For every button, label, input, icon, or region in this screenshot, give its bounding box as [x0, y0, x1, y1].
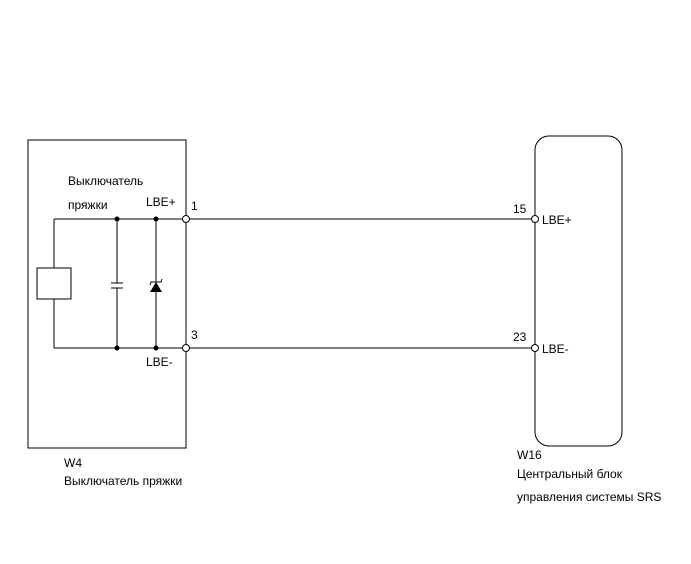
left-component-id: W4: [64, 456, 82, 470]
right-component-id: W16: [517, 448, 542, 462]
left-bottom-signal-label: LBE-: [146, 355, 173, 369]
buckle-switch-box: [27, 139, 187, 449]
capacitor-symbol: [111, 219, 123, 348]
left-component-name: Выключатель пряжки: [64, 474, 182, 488]
left-bottom-pin-number: 3: [191, 328, 198, 342]
diode-triangle: [150, 282, 162, 292]
srs-control-unit-component: LBE+ LBE-: [534, 135, 623, 447]
switch-symbol: [36, 219, 72, 348]
right-top-signal-label: LBE+: [542, 213, 572, 227]
junction-dot: [114, 345, 120, 351]
right-bottom-pin-number: 23: [513, 330, 527, 344]
junction-dot: [153, 345, 159, 351]
pin-terminal-right-top: [531, 215, 539, 223]
zener-diode-symbol: [149, 219, 163, 348]
junction-dot: [114, 216, 120, 222]
junction-dot: [153, 216, 159, 222]
right-bottom-signal-label: LBE-: [542, 342, 569, 356]
buckle-switch-component: Выключатель пряжки LBE+ LBE-: [27, 139, 187, 449]
right-component-name-line1: Центральный блок: [517, 467, 623, 481]
left-top-pin-number: 1: [191, 199, 198, 213]
srs-control-unit-box: [534, 135, 623, 447]
buckle-switch-inner-label-line2: пряжки: [68, 198, 108, 212]
buckle-switch-inner-label-line1: Выключатель: [68, 174, 143, 188]
pin-terminal-left-top: [182, 215, 190, 223]
right-component-name-line2: управления системы SRS: [517, 490, 661, 504]
pin-terminal-right-bottom: [531, 344, 539, 352]
right-top-pin-number: 15: [513, 202, 527, 216]
pin-terminal-left-bottom: [182, 344, 190, 352]
left-top-signal-label: LBE+: [146, 195, 176, 209]
